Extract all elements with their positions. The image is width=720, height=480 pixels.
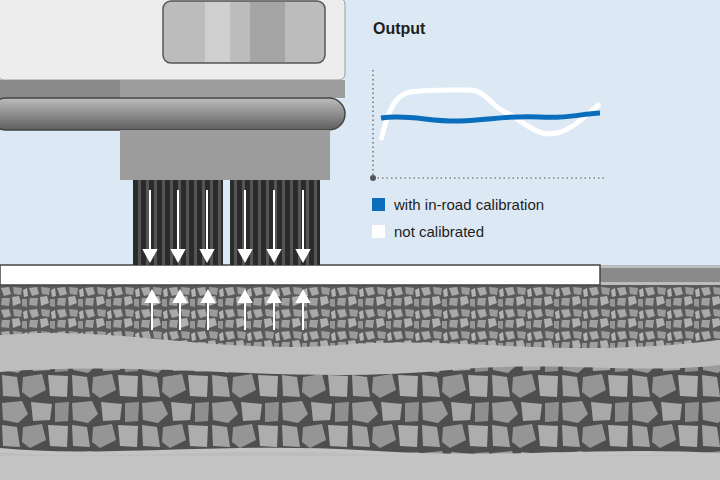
legend-swatch <box>372 198 385 211</box>
chart-title: Output <box>373 20 425 38</box>
legend-text: with in-road calibration <box>394 196 544 213</box>
legend-text: not calibrated <box>394 223 484 240</box>
legend-swatch <box>372 225 385 238</box>
